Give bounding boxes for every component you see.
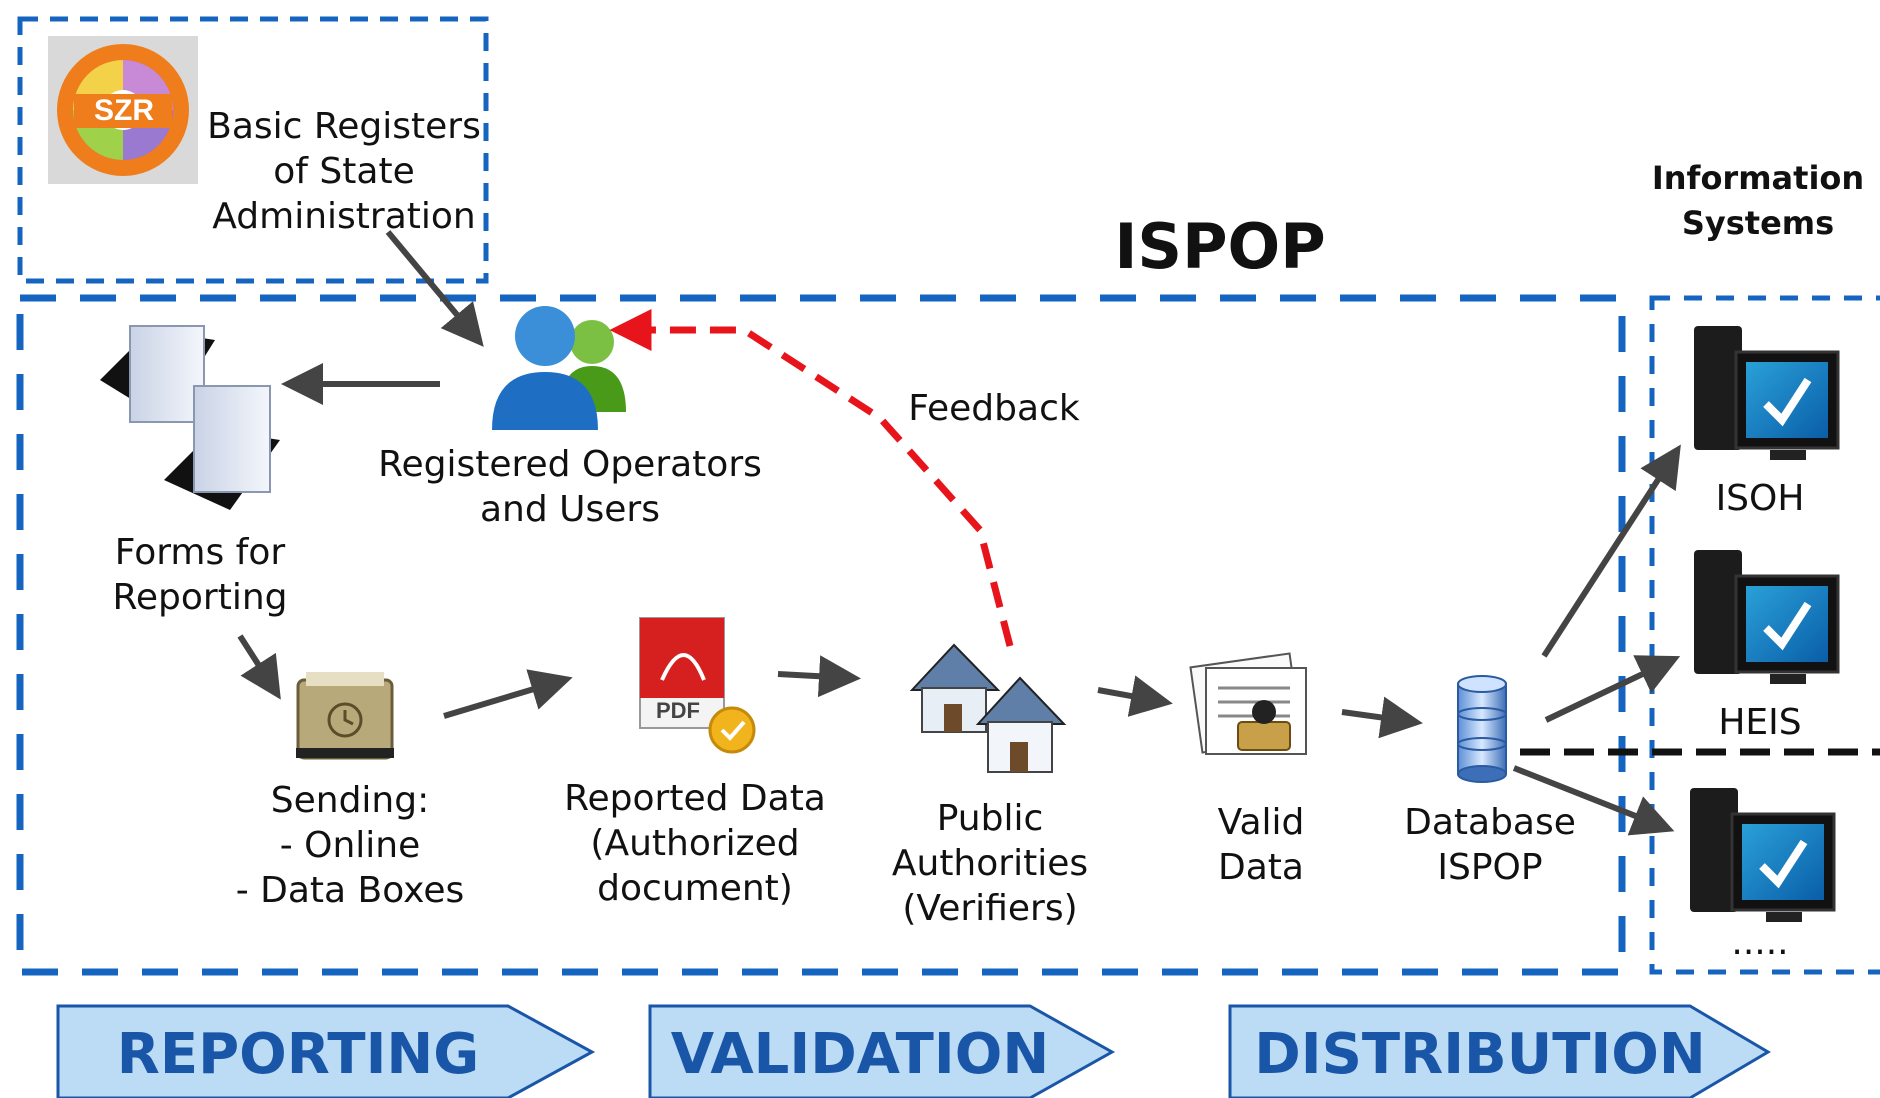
arrow-reported-to-authorities xyxy=(777,655,861,698)
database-label: Database ISPOP xyxy=(1404,802,1576,888)
database-icon xyxy=(1457,675,1507,783)
system-label-isoh: ISOH xyxy=(1715,478,1805,519)
operators-label: Registered Operators and Users xyxy=(378,444,762,530)
info-systems-title: Information Systems xyxy=(1651,159,1865,242)
computer-icon-isoh xyxy=(1694,326,1840,460)
valid-data-icon xyxy=(1189,652,1307,755)
forms-icon xyxy=(100,325,280,510)
feedback-label: Feedback xyxy=(908,388,1080,429)
arrow-sending-to-reported xyxy=(443,669,573,719)
phase-validation: VALIDATION xyxy=(670,1022,1050,1087)
authorities-icon xyxy=(909,643,1067,773)
szr-label: Basic Registers of State Administration xyxy=(207,106,481,237)
computer-icon-heis xyxy=(1694,550,1840,684)
ispop-region xyxy=(16,294,1626,976)
ispop-title: ISPOP xyxy=(1114,210,1326,283)
authorities-label: Public Authorities (Verifiers) xyxy=(891,798,1089,929)
pdf-icon xyxy=(639,617,756,754)
arrow-database-to-isoh xyxy=(1541,444,1681,658)
arrow-szr-to-operators xyxy=(385,230,484,347)
szr-region xyxy=(17,16,489,284)
arrow-database-to-heis xyxy=(1544,655,1681,723)
phase-distribution: DISTRIBUTION xyxy=(1254,1022,1706,1087)
computer-icon-other xyxy=(1690,788,1836,922)
system-label-other: ..... xyxy=(1731,922,1789,963)
sending-icon xyxy=(296,672,394,760)
info-systems-region xyxy=(1649,295,1880,975)
phase-reporting: REPORTING xyxy=(116,1022,480,1087)
arrow-valid-to-database xyxy=(1341,696,1423,739)
arrow-authorities-to-valid xyxy=(1097,675,1173,717)
valid-data-label: Valid Data xyxy=(1217,802,1305,888)
szr-logo-text: SZR xyxy=(94,94,154,127)
sending-label: Sending: - Online - Data Boxes xyxy=(235,780,465,911)
forms-label: Forms for Reporting xyxy=(112,532,288,618)
szr-logo xyxy=(48,36,198,184)
operators-icon xyxy=(492,306,626,430)
pdf-icon-text: PDF xyxy=(656,698,700,723)
reported-label: Reported Data (Authorized document) xyxy=(564,778,826,909)
arrow-database-to-other xyxy=(1512,765,1675,836)
phase-chevrons xyxy=(56,1004,1771,1098)
arrow-forms-to-sending xyxy=(237,634,281,700)
system-label-heis: HEIS xyxy=(1718,702,1802,743)
